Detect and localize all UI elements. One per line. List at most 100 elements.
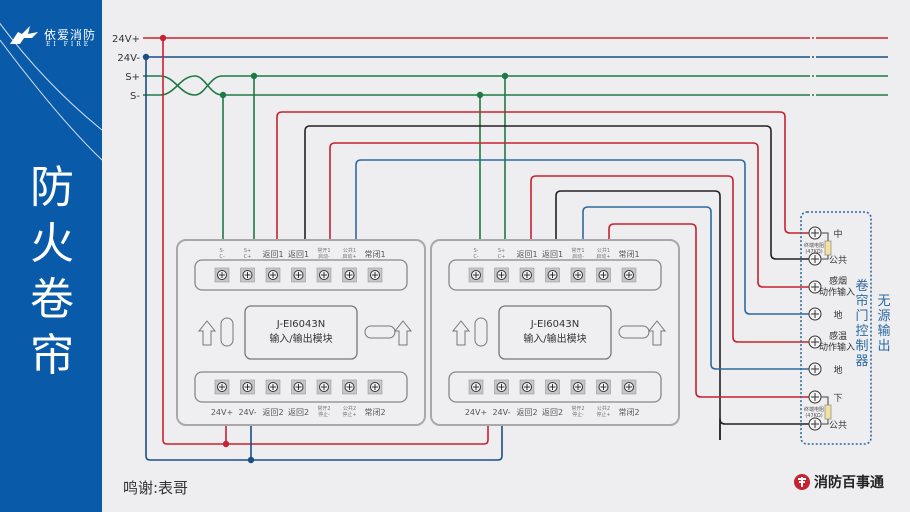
screw-cross (524, 272, 530, 278)
wire-common-black (719, 418, 815, 440)
credit-text: 鸣谢:表哥 (123, 479, 189, 497)
terminal-label-top: 公共1 (597, 247, 610, 254)
terminal-label-bottom: 停止- (572, 411, 584, 418)
logo-icon (10, 26, 38, 44)
resistor-value: (47KΩ) (805, 249, 822, 255)
mounting-slot-vertical (474, 317, 488, 347)
screw-cross (811, 229, 819, 237)
screw-cross (626, 384, 632, 390)
screw-cross (270, 272, 276, 278)
module-label-box (244, 305, 358, 360)
wire-module2-stop (608, 223, 815, 398)
screw-cross (811, 283, 819, 291)
terminal-label-bottom: 公共2 (343, 405, 356, 412)
controller-title-char: 门 (855, 309, 868, 324)
screw-cross (244, 384, 251, 390)
up-arrow-icon (393, 320, 413, 346)
brand-english: EI FIRE (46, 41, 92, 48)
controller-title-char: 制 (855, 339, 868, 354)
terminal-label-top: S- (474, 248, 479, 254)
bus-line-s-plus (143, 75, 808, 96)
power-pos-feed (162, 38, 489, 445)
up-arrow-icon (197, 320, 217, 346)
terminal-label-top: 返回1 (262, 250, 283, 259)
controller-terminal-label: 感烟 (829, 275, 847, 287)
terminal-label-top: 启动+ (342, 253, 356, 260)
title-char: 帘 (30, 330, 74, 381)
controller-terminal-label: 动作输入 (819, 341, 855, 353)
wire-module1-start-pos (355, 159, 815, 315)
controller-terminal-label: 公共 (829, 255, 847, 266)
resistor-icon (824, 404, 832, 420)
screw-cross (549, 384, 556, 390)
terminal-label-bottom: 停止+ (596, 411, 610, 418)
terminal-label-top: S+ (244, 248, 251, 254)
mounting-slot-horizontal (364, 325, 396, 339)
module-label-box (498, 305, 612, 360)
terminal-label-top: 常闭1 (364, 250, 385, 259)
terminal-label-bottom: 返回2 (262, 408, 283, 417)
terminal-label-top: 常开1 (571, 247, 584, 254)
resistor-label: 终端电阻 (804, 406, 824, 413)
module-name: 输入/输出模块 (523, 332, 586, 345)
junction-dot (247, 456, 255, 464)
screw-cross (811, 338, 819, 346)
controller-subtitle-char: 输 (877, 323, 890, 339)
terminal-label-top: S+ (498, 248, 505, 254)
terminal-label-bottom: 24V- (492, 408, 510, 417)
terminal-label-top: C+ (244, 254, 252, 260)
terminal-label-top: 公共1 (343, 247, 356, 254)
bus-line-s-minus (143, 75, 808, 96)
wire-module1-return-black (304, 125, 815, 260)
power-neg-feed (145, 57, 503, 461)
controller-terminal-label: 地 (833, 309, 842, 321)
controller-terminal-label: 下 (833, 394, 842, 404)
roller-shutter-controller: 中公共感烟动作输入地感温动作输入地下公共终端电阻(47KΩ)终端电阻(47KΩ)… (800, 211, 891, 445)
screw-cross (321, 272, 327, 278)
terminal-label-bottom: 停止- (318, 411, 330, 418)
terminal-label-bottom: 返回2 (516, 408, 537, 417)
module-name: 输入/输出模块 (269, 332, 332, 345)
terminal-label-bottom: 返回2 (288, 408, 309, 417)
screw-cross (346, 384, 353, 390)
terminal-label-top: C- (219, 254, 224, 260)
controller-subtitle-char: 出 (877, 339, 890, 354)
modules: S-C-24V+S+C+24V-返回1返回2返回1返回2常开1启动-常开2停止-… (176, 239, 680, 426)
junction-dot (222, 440, 230, 448)
title-char: 防 (30, 162, 74, 213)
bus-label-2: S+ (125, 72, 140, 83)
terminal-label-top: 常开1 (317, 247, 330, 254)
wire-module2-return (530, 175, 815, 343)
controller-title-char: 卷 (855, 278, 868, 294)
page-title: 防 火 卷 帘 (22, 160, 82, 384)
terminal-label-bottom: 24V+ (465, 408, 487, 417)
bus-label-3: S- (130, 91, 140, 102)
io-module-1: S-C-24V+S+C+24V-返回1返回2返回1返回2常开1启动-常开2停止-… (176, 239, 426, 426)
decorative-arcs (0, 22, 102, 161)
screw-cross (575, 384, 581, 390)
controller-title-char: 帘 (855, 293, 868, 309)
bus-label-0: 24V+ (112, 34, 140, 45)
mounting-slot-vertical (220, 317, 234, 347)
terminal-label-bottom: 常开2 (317, 405, 330, 412)
controller-terminal-label: 感温 (829, 330, 847, 342)
terminal-label-top: 返回1 (542, 250, 563, 259)
mounting-slot-horizontal (618, 325, 650, 339)
screw-cross (219, 384, 225, 390)
up-arrow-icon (451, 320, 471, 346)
wire-module2-return-black (555, 190, 721, 440)
screw-cross (372, 384, 378, 390)
screw-cross (244, 272, 251, 278)
controller-terminal-label: 公共 (829, 420, 847, 431)
resistor-label: 终端电阻 (804, 242, 824, 249)
bus-label-1: 24V- (117, 53, 140, 64)
terminal-label-top: 返回1 (288, 250, 309, 259)
wire-module2-start (582, 206, 815, 370)
terminal-label-top: 返回1 (516, 250, 537, 259)
controller-subtitle-char: 无 (877, 294, 890, 309)
terminal-label-bottom: 常闭2 (618, 408, 639, 417)
wire-module1-start-neg (329, 142, 815, 288)
screw-cross (811, 420, 819, 428)
footer-brand: 消防百事通 (793, 472, 884, 492)
